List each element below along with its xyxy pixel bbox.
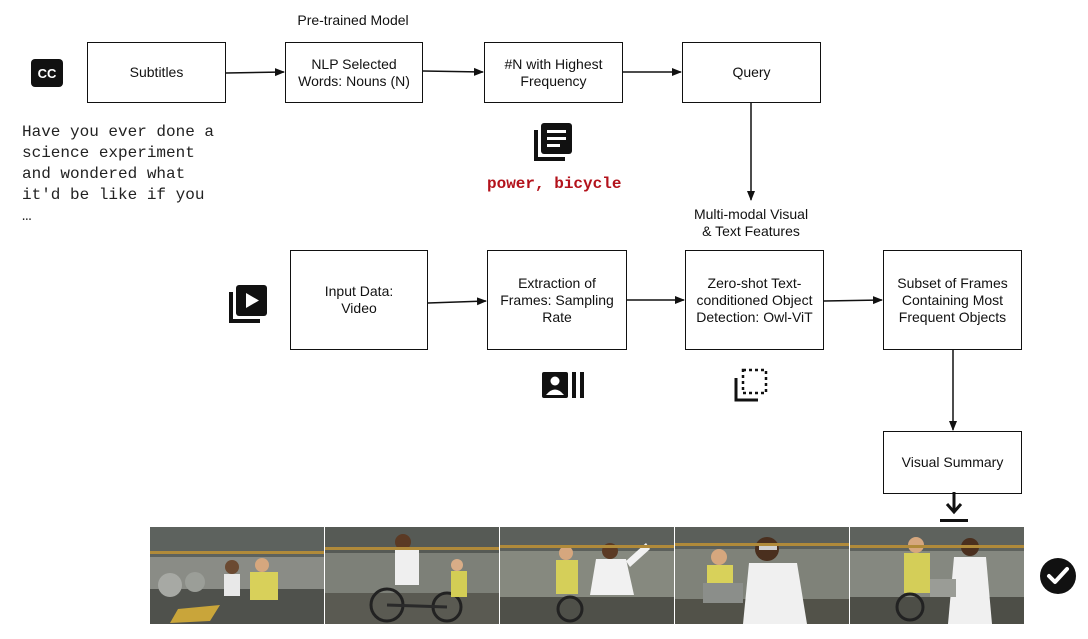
video-frame-5 [850,527,1024,624]
subtitle-text: Have you ever done a science experiment … [22,123,215,225]
video-frame-4 [675,527,849,624]
selected-keywords: power, bicycle [487,175,622,193]
arrow-nlp-topn [422,67,484,76]
pretrained-model-label: Pre-trained Model [297,12,409,28]
document-list-icon [534,123,572,161]
video-frame-1 [150,527,324,624]
video-frame-3 [500,527,674,624]
subtitles-box: Subtitles [87,42,226,103]
video-frame-2 [325,527,499,624]
arrow-subtitles-nlp [225,68,285,77]
video-library-icon [229,285,267,323]
check-circle-icon [1040,558,1076,594]
arrow-zeroshot-subset [823,296,883,305]
closed-captions-icon: CC [31,59,63,87]
zero-shot-detection-box: Zero-shot Text- conditioned Object Detec… [685,250,824,350]
download-icon [940,492,968,522]
visual-summary-box: Visual Summary [883,431,1022,494]
nlp-selected-words-box: NLP Selected Words: Nouns (N) [285,42,423,103]
frame-subset-box: Subset of Frames Containing Most Frequen… [883,250,1022,350]
input-video-box: Input Data: Video [290,250,428,350]
query-box: Query [682,42,821,103]
frame-extraction-box: Extraction of Frames: Sampling Rate [487,250,627,350]
top-n-frequency-box: #N with Highest Frequency [484,42,623,103]
multimodal-features-label: Multi-modal Visual & Text Features [693,206,809,239]
frames-icon [542,372,584,398]
selection-icon [734,368,768,402]
arrow-input-extraction [427,297,487,306]
svg-text:CC: CC [38,66,57,81]
